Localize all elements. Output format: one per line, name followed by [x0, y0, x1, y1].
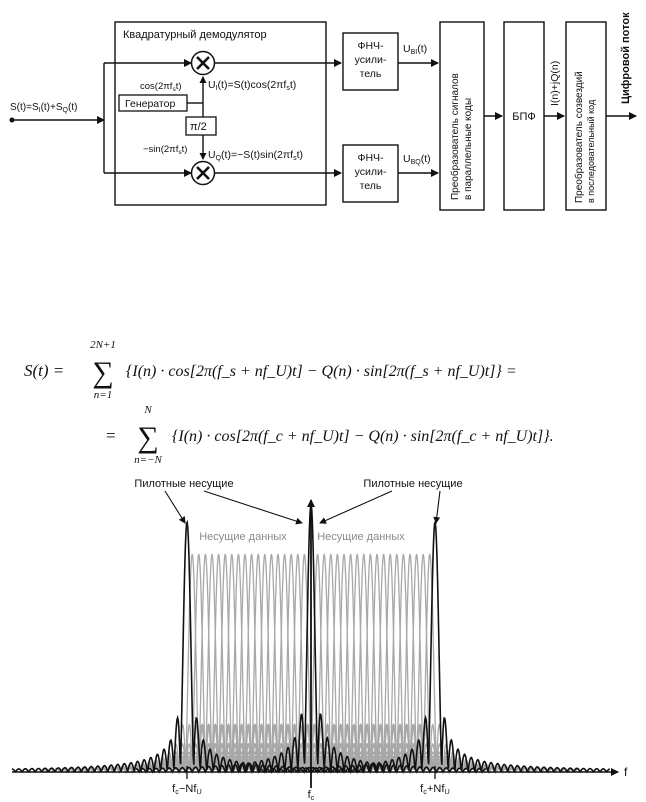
eq1-sum-sign: ∑ [92, 356, 113, 389]
ubi-label: UBI(t) [403, 43, 427, 56]
equation: S(t) = 2N+1 ∑ n=1 {I(n) · cos[2π(f_s + n… [24, 339, 554, 466]
eq2-lhs: = [106, 426, 116, 445]
fft-label: БПФ [512, 111, 536, 123]
uq-label: UQ(t)=−S(t)sin(2πfst) [208, 149, 303, 162]
eq1-sum-upper: 2N+1 [90, 339, 116, 351]
constellation-converter-block [565, 21, 607, 211]
pointer-right-to-center [319, 490, 393, 524]
svg-text:ФНЧ-: ФНЧ- [357, 152, 384, 164]
tick-left-label: fc−NfU [172, 783, 202, 796]
svg-text:тель: тель [360, 68, 382, 80]
svg-text:в параллельные коды: в параллельные коды [463, 98, 474, 200]
demodulator-title: Квадратурный демодулятор [123, 29, 267, 41]
svg-text:ФНЧ-: ФНЧ- [357, 40, 384, 52]
pointer-right-to-right-pilot [433, 490, 441, 524]
fft-block [503, 21, 545, 211]
parallel-converter-block [439, 21, 485, 211]
svg-text:усили-: усили- [355, 166, 387, 178]
eq1-body: {I(n) · cos[2π(f_s + nf_U)t] − Q(n) · si… [126, 363, 517, 380]
constellation-converter-label: Преобразователь созвездий в последовател… [573, 71, 596, 203]
iq-label: I(n)+jQ(n) [549, 61, 561, 106]
phase-shifter-block [185, 116, 217, 136]
quadrature-demodulator-frame [114, 21, 327, 206]
lower-lpf-amplifier: ФНЧ- усили- тель [342, 144, 399, 203]
phase-shifter-label: π/2 [190, 121, 207, 133]
data-label-right: Несущие данных [317, 531, 405, 543]
ubq-label: UBQ(t) [403, 153, 431, 166]
data-label-left: Несущие данных [199, 531, 287, 543]
input-node [9, 117, 15, 123]
pilot-label-right: Пилотные несущие [363, 478, 462, 490]
eq2-sum-upper: N [143, 404, 152, 416]
pointer-left-to-left-pilot [164, 490, 186, 524]
block-diagram: Квадратурный демодулятор S(t)=SI(t)+SQ(t… [9, 12, 637, 211]
spectrum-plot: f fc−NfU fc fc+NfU Пилотные несущие Пило… [11, 478, 628, 802]
sin-label: −sin(2πfst) [143, 144, 187, 156]
upper-lpf-amplifier: ФНЧ- усили- тель [342, 32, 399, 91]
svg-text:тель: тель [360, 180, 382, 192]
generator-label: Генератор [125, 98, 175, 110]
eq2-sum-sign: ∑ [137, 421, 158, 454]
svg-text:Преобразователь созвездий: Преобразователь созвездий [573, 71, 585, 203]
pilot-carrier [11, 519, 363, 774]
eq1-lhs: S(t) = [24, 361, 64, 380]
lower-mixer [190, 160, 216, 186]
eq2-sum-lower: n=−N [134, 454, 162, 466]
eq1-sum-lower: n=1 [94, 389, 112, 401]
pilot-label-left: Пилотные несущие [134, 478, 233, 490]
cos-label: cos(2πfst) [140, 81, 182, 93]
input-signal-label: S(t)=SI(t)+SQ(t) [10, 102, 77, 114]
frequency-axis-label: f [624, 765, 628, 779]
svg-text:Преобразователь сигналов: Преобразователь сигналов [449, 73, 461, 200]
eq2-body: {I(n) · cos[2π(f_c + nf_U)t] − Q(n) · si… [172, 428, 554, 445]
ui-label: UI(t)=S(t)cos(2πfst) [208, 79, 296, 92]
svg-text:в последовательный код: в последовательный код [586, 99, 596, 203]
pointer-left-to-center [203, 490, 303, 525]
parallel-converter-label: Преобразователь сигналов в параллельные … [449, 73, 474, 200]
digital-stream-label: Цифровой поток [620, 12, 632, 104]
svg-text:усили-: усили- [355, 54, 387, 66]
tick-center-label: fc [308, 789, 315, 802]
upper-mixer [190, 50, 216, 76]
tick-right-label: fc+NfU [420, 783, 450, 796]
